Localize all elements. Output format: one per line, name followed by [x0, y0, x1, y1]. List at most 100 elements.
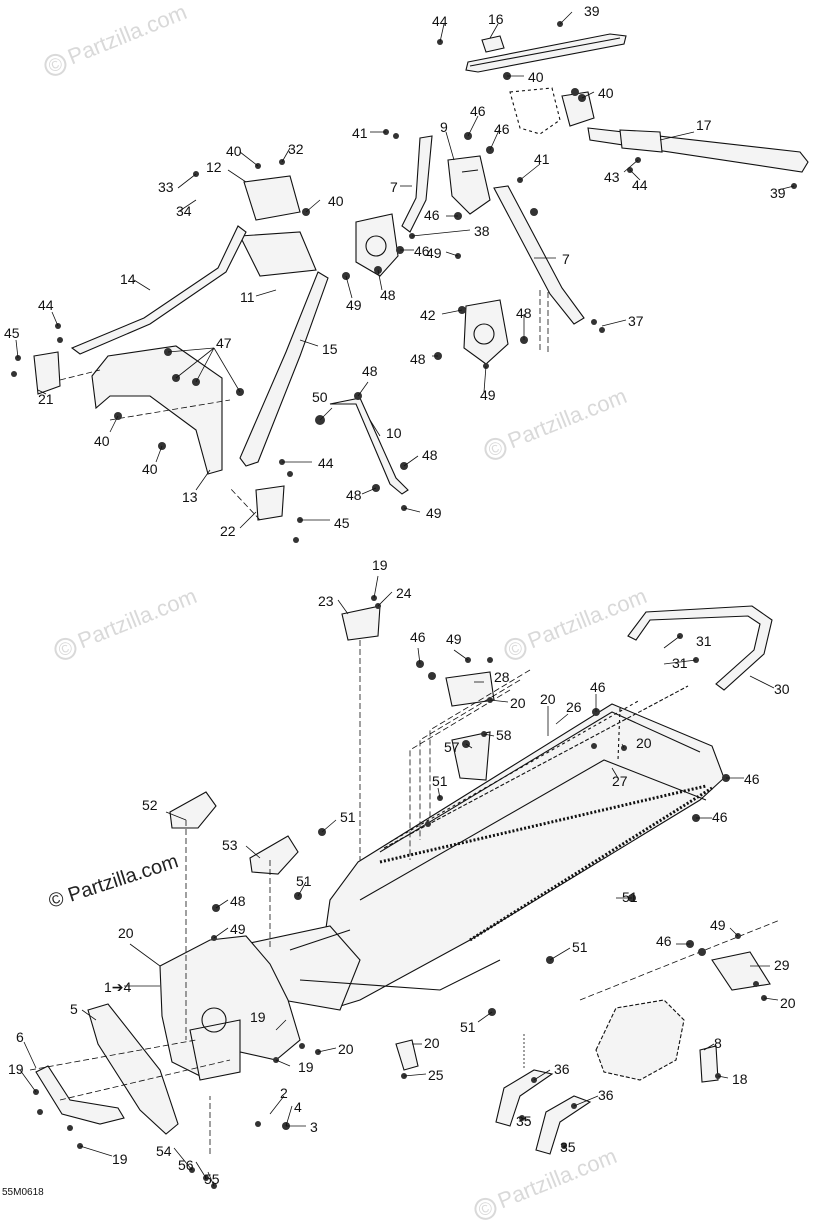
- callout-7[interactable]: 7: [562, 251, 570, 267]
- callout-49[interactable]: 49: [426, 245, 442, 261]
- callout-17[interactable]: 17: [696, 117, 712, 133]
- callout-27[interactable]: 27: [612, 773, 628, 789]
- callout-15[interactable]: 15: [322, 341, 338, 357]
- callout-29[interactable]: 29: [774, 957, 790, 973]
- callout-40[interactable]: 40: [528, 69, 544, 85]
- callout-40[interactable]: 40: [94, 433, 110, 449]
- callout-40[interactable]: 40: [598, 85, 614, 101]
- callout-33[interactable]: 33: [158, 179, 174, 195]
- callout-53[interactable]: 53: [222, 837, 238, 853]
- callout-56[interactable]: 56: [178, 1157, 194, 1173]
- callout-20[interactable]: 20: [780, 995, 796, 1011]
- callout-41[interactable]: 41: [352, 125, 368, 141]
- callout-5[interactable]: 5: [70, 1001, 78, 1017]
- callout-21[interactable]: 21: [38, 391, 54, 407]
- callout-52[interactable]: 52: [142, 797, 158, 813]
- callout-14[interactable]: 14: [120, 271, 136, 287]
- callout-44[interactable]: 44: [632, 177, 648, 193]
- callout-39[interactable]: 39: [770, 185, 786, 201]
- callout-49[interactable]: 49: [446, 631, 462, 647]
- callout-50[interactable]: 50: [312, 389, 328, 405]
- callout-48[interactable]: 48: [410, 351, 426, 367]
- callout-44[interactable]: 44: [38, 297, 54, 313]
- callout-42[interactable]: 42: [420, 307, 436, 323]
- callout-20[interactable]: 20: [636, 735, 652, 751]
- callout-41[interactable]: 41: [534, 151, 550, 167]
- callout-8[interactable]: 8: [714, 1035, 722, 1051]
- callout-36[interactable]: 36: [598, 1087, 614, 1103]
- callout-46[interactable]: 46: [414, 243, 430, 259]
- callout-55[interactable]: 55: [204, 1171, 220, 1187]
- callout-46[interactable]: 46: [656, 933, 672, 949]
- callout-38[interactable]: 38: [474, 223, 490, 239]
- callout-18[interactable]: 18: [732, 1071, 748, 1087]
- callout-19[interactable]: 19: [250, 1009, 266, 1025]
- callout-6[interactable]: 6: [16, 1029, 24, 1045]
- callout-19[interactable]: 19: [372, 557, 388, 573]
- callout-34[interactable]: 34: [176, 203, 192, 219]
- callout-51[interactable]: 51: [432, 773, 448, 789]
- callout-2[interactable]: 2: [280, 1085, 288, 1101]
- callout-46[interactable]: 46: [712, 809, 728, 825]
- callout-49[interactable]: 49: [480, 387, 496, 403]
- callout-9[interactable]: 9: [440, 119, 448, 135]
- callout-43[interactable]: 43: [604, 169, 620, 185]
- callout-51[interactable]: 51: [622, 889, 638, 905]
- callout-19[interactable]: 19: [8, 1061, 24, 1077]
- callout-48[interactable]: 48: [346, 487, 362, 503]
- callout-46[interactable]: 46: [470, 103, 486, 119]
- callout-39[interactable]: 39: [584, 3, 600, 19]
- callout-31[interactable]: 31: [672, 655, 688, 671]
- callout-37[interactable]: 37: [628, 313, 644, 329]
- callout-4[interactable]: 4: [294, 1099, 302, 1115]
- callout-57[interactable]: 57: [444, 739, 460, 755]
- callout-46[interactable]: 46: [424, 207, 440, 223]
- callout-13[interactable]: 13: [182, 489, 198, 505]
- callout-49[interactable]: 49: [426, 505, 442, 521]
- callout-35[interactable]: 35: [516, 1113, 532, 1129]
- callout-20[interactable]: 20: [540, 691, 556, 707]
- callout-19[interactable]: 19: [112, 1151, 128, 1167]
- callout-25[interactable]: 25: [428, 1067, 444, 1083]
- callout-51[interactable]: 51: [340, 809, 356, 825]
- callout-45[interactable]: 45: [4, 325, 20, 341]
- callout-47[interactable]: 47: [216, 335, 232, 351]
- callout-35[interactable]: 35: [560, 1139, 576, 1155]
- callout-45[interactable]: 45: [334, 515, 350, 531]
- callout-48[interactable]: 48: [516, 305, 532, 321]
- callout-46[interactable]: 46: [744, 771, 760, 787]
- callout-19[interactable]: 19: [298, 1059, 314, 1075]
- callout-26[interactable]: 26: [566, 699, 582, 715]
- callout-48[interactable]: 48: [230, 893, 246, 909]
- callout-49[interactable]: 49: [346, 297, 362, 313]
- callout-51[interactable]: 51: [296, 873, 312, 889]
- callout-48[interactable]: 48: [422, 447, 438, 463]
- callout-58[interactable]: 58: [496, 727, 512, 743]
- callout-44[interactable]: 44: [318, 455, 334, 471]
- callout-51[interactable]: 51: [460, 1019, 476, 1035]
- callout-20[interactable]: 20: [424, 1035, 440, 1051]
- callout-7[interactable]: 7: [390, 179, 398, 195]
- callout-20[interactable]: 20: [118, 925, 134, 941]
- callout-12[interactable]: 12: [206, 159, 222, 175]
- callout-11[interactable]: 11: [240, 289, 255, 305]
- callout-49[interactable]: 49: [230, 921, 246, 937]
- callout-32[interactable]: 32: [288, 141, 304, 157]
- callout-28[interactable]: 28: [494, 669, 510, 685]
- callout-48[interactable]: 48: [380, 287, 396, 303]
- callout-46[interactable]: 46: [494, 121, 510, 137]
- callout-54[interactable]: 54: [156, 1143, 172, 1159]
- callout-30[interactable]: 30: [774, 681, 790, 697]
- callout-20[interactable]: 20: [338, 1041, 354, 1057]
- callout-40[interactable]: 40: [328, 193, 344, 209]
- callout-46[interactable]: 46: [590, 679, 606, 695]
- callout-range-1-4[interactable]: 1➔4: [104, 979, 132, 995]
- callout-36[interactable]: 36: [554, 1061, 570, 1077]
- callout-49[interactable]: 49: [710, 917, 726, 933]
- callout-46[interactable]: 46: [410, 629, 426, 645]
- callout-3[interactable]: 3: [310, 1119, 318, 1135]
- callout-20[interactable]: 20: [510, 695, 526, 711]
- callout-24[interactable]: 24: [396, 585, 412, 601]
- callout-31[interactable]: 31: [696, 633, 712, 649]
- callout-51[interactable]: 51: [572, 939, 588, 955]
